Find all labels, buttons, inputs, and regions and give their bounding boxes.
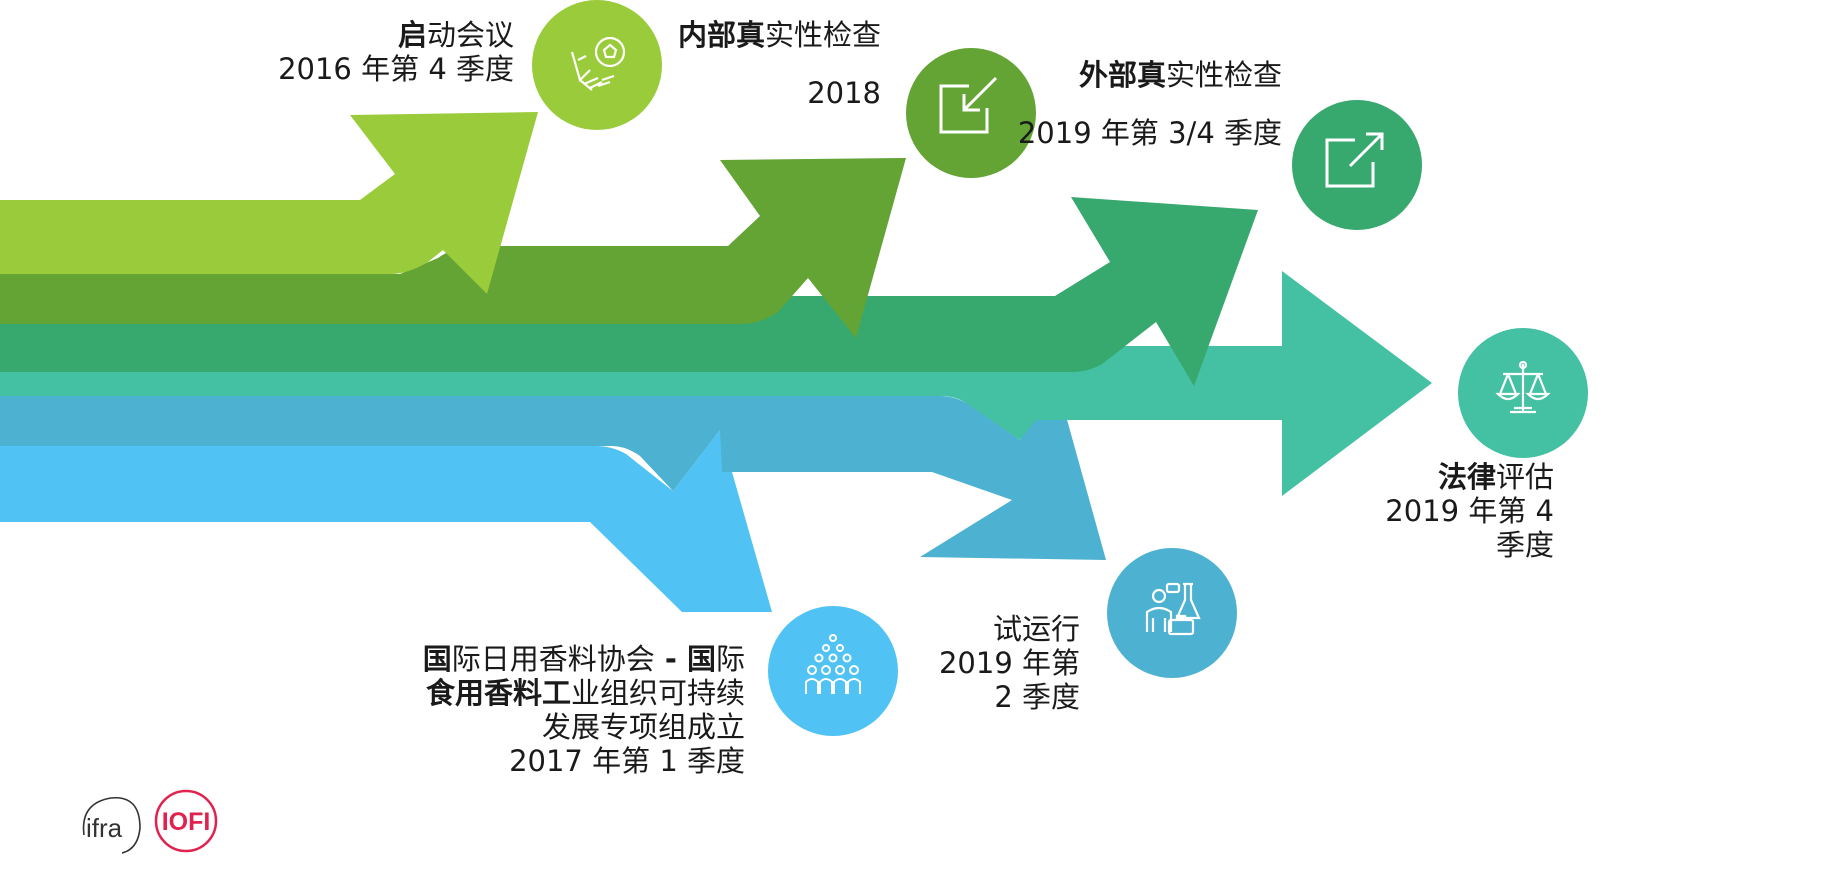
milestone-legal-review: 法律评估 2019 年第 4 季度: [1385, 460, 1554, 562]
milestone-internal-check-title: 内部真实性检查: [677, 18, 881, 52]
svg-text:IOFI: IOFI: [162, 808, 211, 836]
arrow-pilot: [0, 380, 1106, 560]
arrow-external-check: [0, 197, 1258, 386]
milestone-pilot: 试运行 2019 年第 2 季度: [939, 612, 1080, 714]
external-check-icon-circle: [1292, 100, 1422, 230]
logos: ifra IOFI: [82, 789, 218, 854]
task-force-line3: 发展专项组成立: [541, 710, 745, 744]
pilot-icon-circle: [1107, 548, 1237, 678]
milestone-internal-check-date: 2018: [807, 76, 881, 110]
kickoff-title: 启动会议: [397, 18, 514, 52]
scientist-icon: [1145, 582, 1201, 636]
task-force-icon-circle: [768, 606, 898, 736]
arrow-out-box-icon: [1325, 132, 1384, 188]
milestone-external-check-date: 2019 年第 3/4 季度: [1017, 116, 1282, 150]
handshake-ball-icon: [570, 36, 626, 91]
milestone-kickoff: 启动会议 2016 年第 4 季度: [278, 18, 514, 86]
pilot-title: 试运行: [992, 612, 1080, 646]
milestone-task-force: 国际日用香料协会 - 国际 食用香料工业组织可持续 发展专项组成立 2017 年…: [423, 642, 745, 778]
ifra-logo: ifra: [82, 797, 141, 854]
arrow-internal-check: [0, 158, 906, 338]
task-force-line2: 食用香料工业组织可持续: [425, 676, 745, 710]
kickoff-icon-circle: [532, 0, 662, 130]
svg-text:ifra: ifra: [86, 813, 123, 843]
legal-review-date-line1: 2019 年第 4: [1385, 494, 1554, 528]
kickoff-date: 2016 年第 4 季度: [278, 52, 514, 86]
milestone-external-check-title: 外部真实性检查: [1078, 58, 1282, 92]
iofi-logo: IOFI: [154, 789, 218, 853]
task-force-date: 2017 年第 1 季度: [509, 744, 745, 778]
arrow-kickoff: [0, 112, 538, 294]
group-icon: [805, 634, 861, 694]
task-force-line1: 国际日用香料协会 - 国际: [422, 642, 745, 676]
internal-check-icon-circle: [906, 48, 1036, 178]
pilot-date-line2: 2 季度: [994, 680, 1080, 714]
legal-review-title: 法律评估: [1437, 460, 1554, 494]
legal-review-date-line2: 季度: [1495, 528, 1554, 562]
arrow-in-box-icon: [939, 76, 998, 134]
pilot-date-line1: 2019 年第: [938, 646, 1080, 680]
arrow-legal-review: [0, 271, 1432, 496]
legal-review-icon-circle: [1458, 328, 1588, 458]
scales-icon: [1495, 360, 1551, 414]
arrow-task-force: [0, 430, 772, 612]
